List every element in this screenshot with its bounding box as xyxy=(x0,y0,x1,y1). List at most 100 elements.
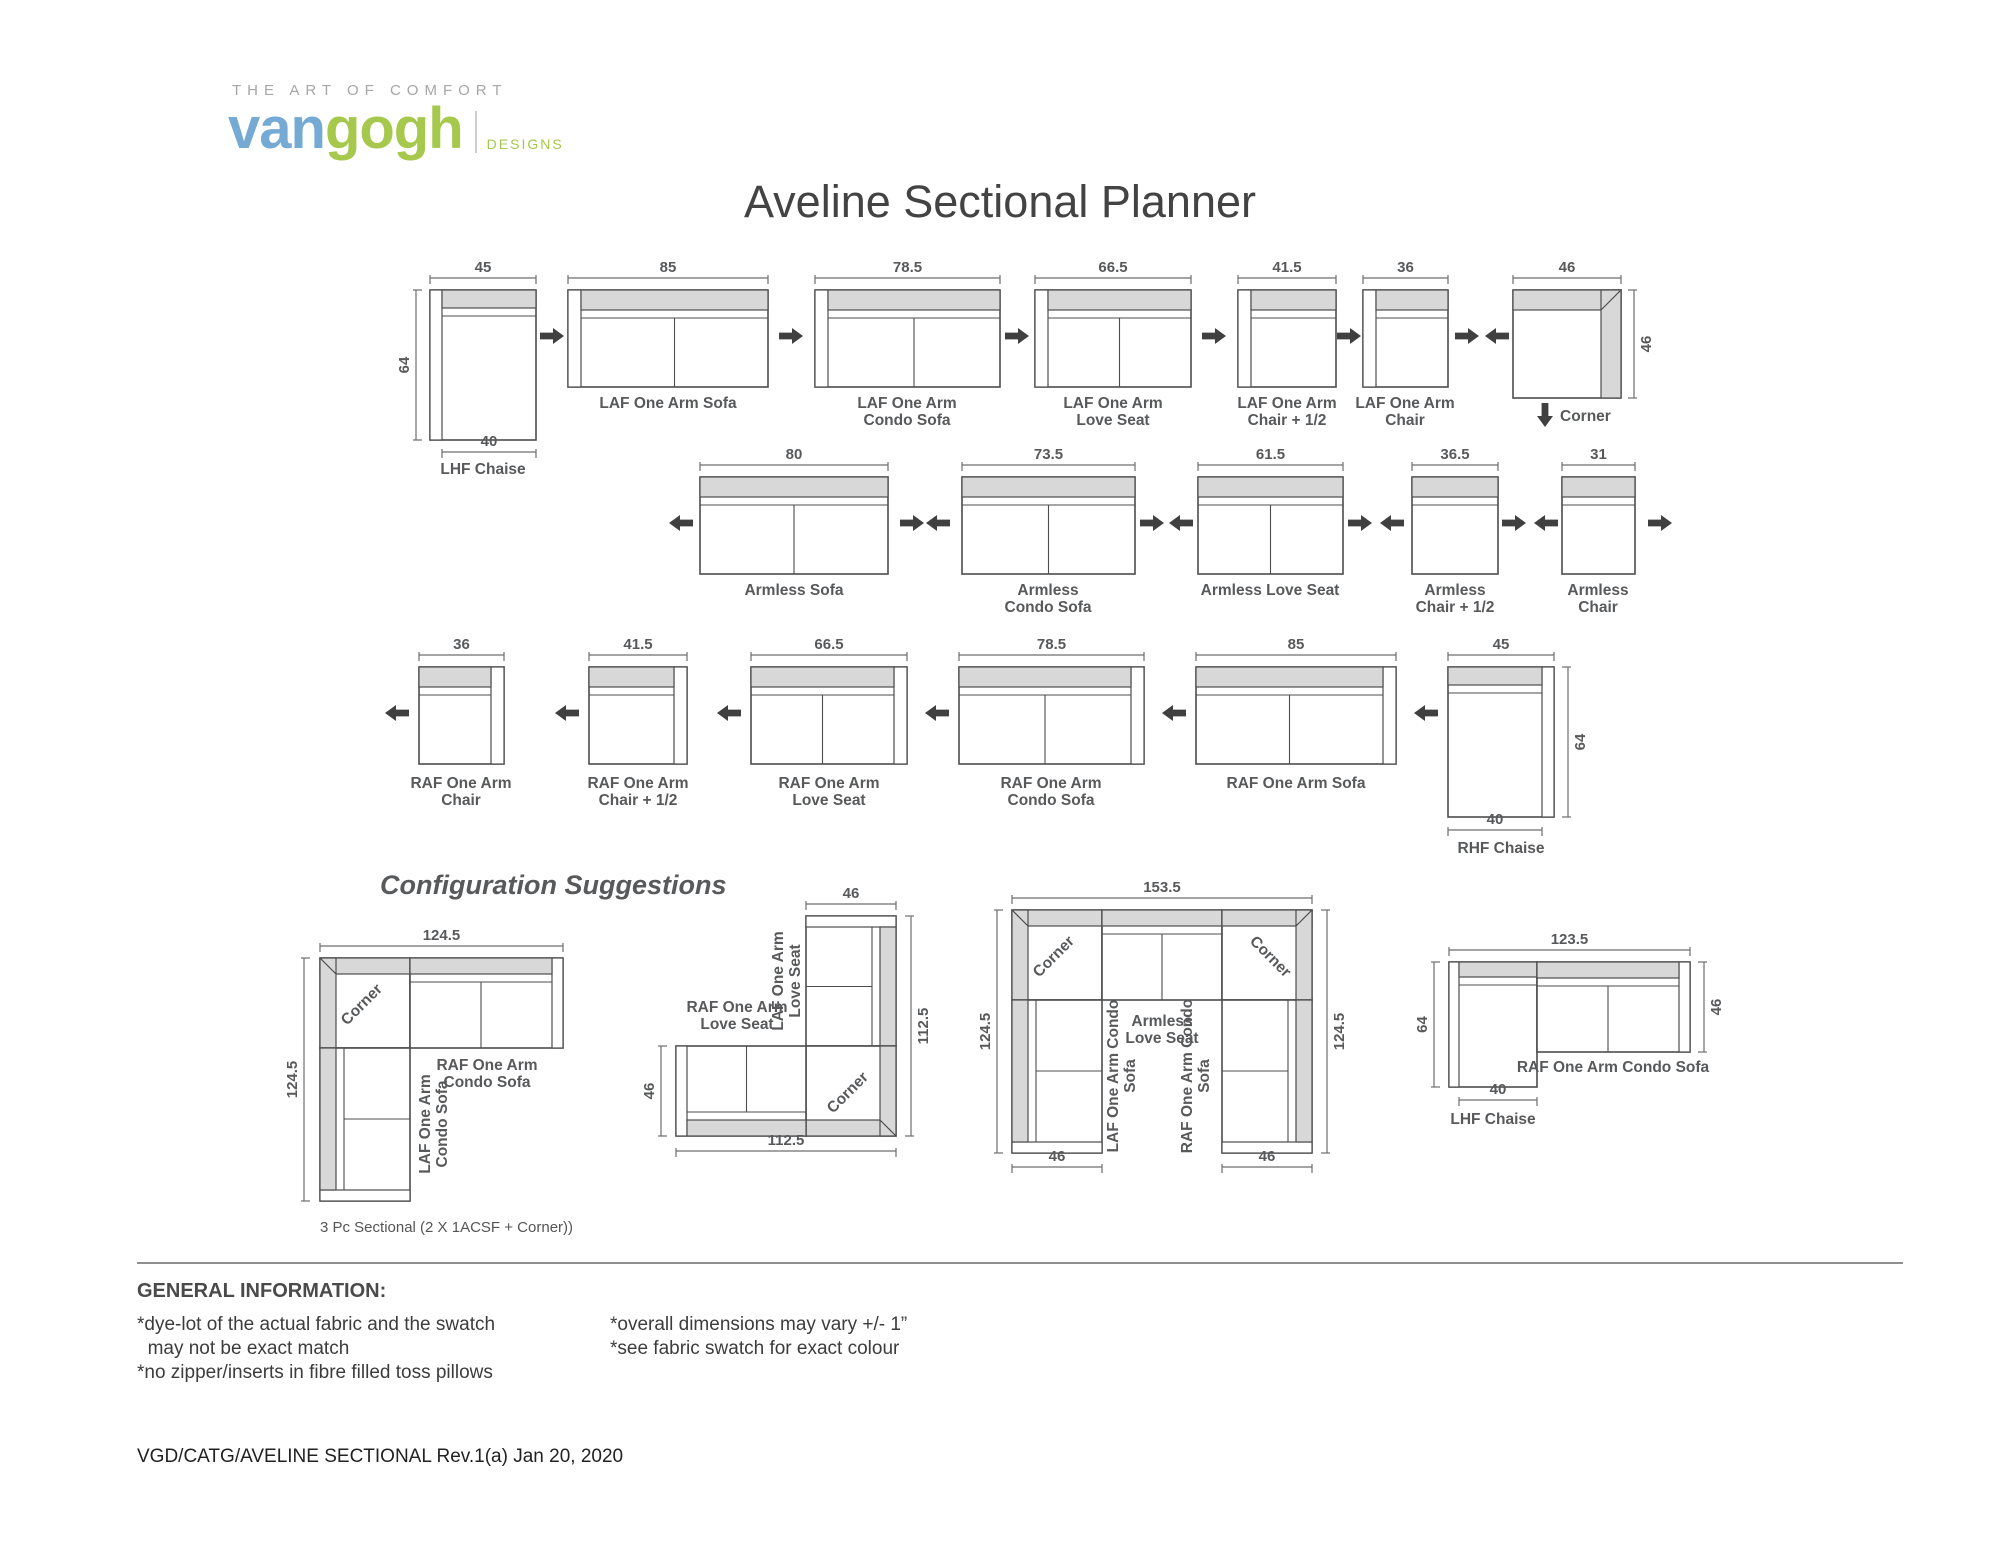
svg-text:46: 46 xyxy=(641,1083,658,1100)
piece-armless-condo-sofa xyxy=(961,476,1136,575)
arrow-right xyxy=(1140,515,1164,531)
piece-laf-one-arm-love-seat xyxy=(1034,289,1192,388)
svg-text:66.5: 66.5 xyxy=(814,636,843,653)
piece-raf-one-arm-chair xyxy=(418,666,505,765)
svg-text:124.5: 124.5 xyxy=(423,927,461,944)
svg-text:Armless Sofa: Armless Sofa xyxy=(744,582,843,599)
general-information-col2: *overall dimensions may vary +/- 1” *see… xyxy=(610,1313,907,1385)
dim-61.5: 61.5 xyxy=(1197,446,1344,471)
piece-config1-raf-condo-sofa xyxy=(409,957,564,1049)
arrow-left xyxy=(669,515,693,531)
svg-text:85: 85 xyxy=(1288,636,1305,653)
info-line: *dye-lot of the actual fabric and the sw… xyxy=(137,1314,496,1335)
dim-46: 46 xyxy=(1512,259,1622,284)
dim-124.5: 124.5 xyxy=(977,909,1003,1154)
arrow-left xyxy=(1380,515,1404,531)
piece-raf-one-arm-love-seat xyxy=(750,666,908,765)
lhf-chaise-label: LHF Chaise xyxy=(440,461,526,478)
piece-lhf-chaise xyxy=(429,289,537,441)
config1-corner: Corner xyxy=(319,957,411,1049)
arrow-left xyxy=(1534,515,1558,531)
svg-text:78.5: 78.5 xyxy=(893,259,922,276)
dim-78.5: 78.5 xyxy=(958,636,1145,661)
piece-config3-raf-condo-sofa xyxy=(1221,999,1313,1154)
dim-112.5: 112.5 xyxy=(905,915,932,1137)
config1-laf-label: LAF One ArmCondo Sofa xyxy=(417,1074,451,1173)
config1-caption: 3 Pc Sectional (2 X 1ACSF + Corner)) xyxy=(320,1219,573,1236)
config3-raf-label: RAF One Arm CondoSofa xyxy=(1179,999,1213,1153)
svg-text:124.5: 124.5 xyxy=(977,1013,994,1051)
svg-text:112.5: 112.5 xyxy=(768,1132,805,1149)
arrow-left xyxy=(926,515,950,531)
svg-text:85: 85 xyxy=(660,259,677,276)
laf-one-arm-sofa-label: LAF One Arm Sofa xyxy=(599,395,737,412)
svg-text:36.5: 36.5 xyxy=(1440,446,1469,463)
info-line: *overall dimensions may vary +/- 1” xyxy=(610,1314,908,1335)
piece-rhf-chaise xyxy=(1447,666,1555,818)
dim-124.5: 124.5 xyxy=(284,957,310,1202)
piece-config3-armless-love-seat xyxy=(1101,909,1223,1001)
svg-text:RAF One Arm Condo Sofa: RAF One Arm Condo Sofa xyxy=(1517,1059,1710,1076)
raf-one-arm-sofa-label: RAF One Arm Sofa xyxy=(1227,775,1366,792)
logo-gogh-text: gogh xyxy=(324,96,464,161)
dim-41.5: 41.5 xyxy=(588,636,688,661)
svg-text:RAF One ArmCondo Sofa: RAF One ArmCondo Sofa xyxy=(1000,775,1101,809)
dim-64: 64 xyxy=(1562,666,1589,818)
piece-raf-one-arm-chair-half xyxy=(588,666,688,765)
svg-text:36: 36 xyxy=(453,636,470,653)
arrow-left xyxy=(555,705,579,721)
piece-raf-one-arm-condo-sofa xyxy=(958,666,1145,765)
arrow-right xyxy=(900,515,924,531)
dim-40: 40 xyxy=(441,433,537,458)
svg-text:Armless Love Seat: Armless Love Seat xyxy=(1201,582,1340,599)
svg-text:46: 46 xyxy=(1049,1148,1066,1165)
svg-text:41.5: 41.5 xyxy=(1272,259,1301,276)
dim-85: 85 xyxy=(567,259,769,284)
piece-laf-one-arm-chair xyxy=(1362,289,1449,388)
svg-text:LAF One Arm Sofa: LAF One Arm Sofa xyxy=(599,395,737,412)
piece-armless-chair-half xyxy=(1411,476,1499,575)
arrow-down xyxy=(1537,403,1553,427)
svg-text:46: 46 xyxy=(1559,259,1576,276)
dim-40: 40 xyxy=(1447,811,1543,836)
config3-laf-label: LAF One Arm CondoSofa xyxy=(1105,1000,1139,1153)
svg-text:153.5: 153.5 xyxy=(1143,879,1181,896)
dim-73.5: 73.5 xyxy=(961,446,1136,471)
dim-46: 46 xyxy=(641,1045,667,1137)
dim-112.5: 112.5 xyxy=(675,1132,897,1157)
dim-45: 45 xyxy=(1447,636,1555,661)
svg-text:64: 64 xyxy=(1414,1016,1431,1033)
dim-153.5: 153.5 xyxy=(1011,879,1313,904)
svg-text:RAF One ArmCondo Sofa: RAF One ArmCondo Sofa xyxy=(436,1057,537,1091)
logo-divider-bar xyxy=(474,111,477,154)
svg-text:Corner: Corner xyxy=(1560,408,1611,425)
svg-text:46: 46 xyxy=(1638,336,1655,353)
piece-laf-one-arm-sofa xyxy=(567,289,769,388)
svg-text:46: 46 xyxy=(1708,999,1725,1016)
config4-chaise-label: LHF Chaise xyxy=(1450,1111,1536,1128)
svg-text:RAF One Arm CondoSofa: RAF One Arm CondoSofa xyxy=(1179,999,1213,1153)
config3-corner-left: Corner xyxy=(1011,909,1103,1001)
svg-text:112.5: 112.5 xyxy=(915,1008,932,1045)
dim-46: 46 xyxy=(1628,289,1655,399)
corner-piece xyxy=(1512,289,1622,399)
dim-41.5: 41.5 xyxy=(1237,259,1337,284)
dim-64: 64 xyxy=(396,289,422,441)
arrow-right xyxy=(1337,328,1361,344)
svg-text:40: 40 xyxy=(1487,811,1504,828)
dim-40: 40 xyxy=(1458,1081,1538,1106)
piece-config2-laf-love-seat xyxy=(805,915,897,1047)
